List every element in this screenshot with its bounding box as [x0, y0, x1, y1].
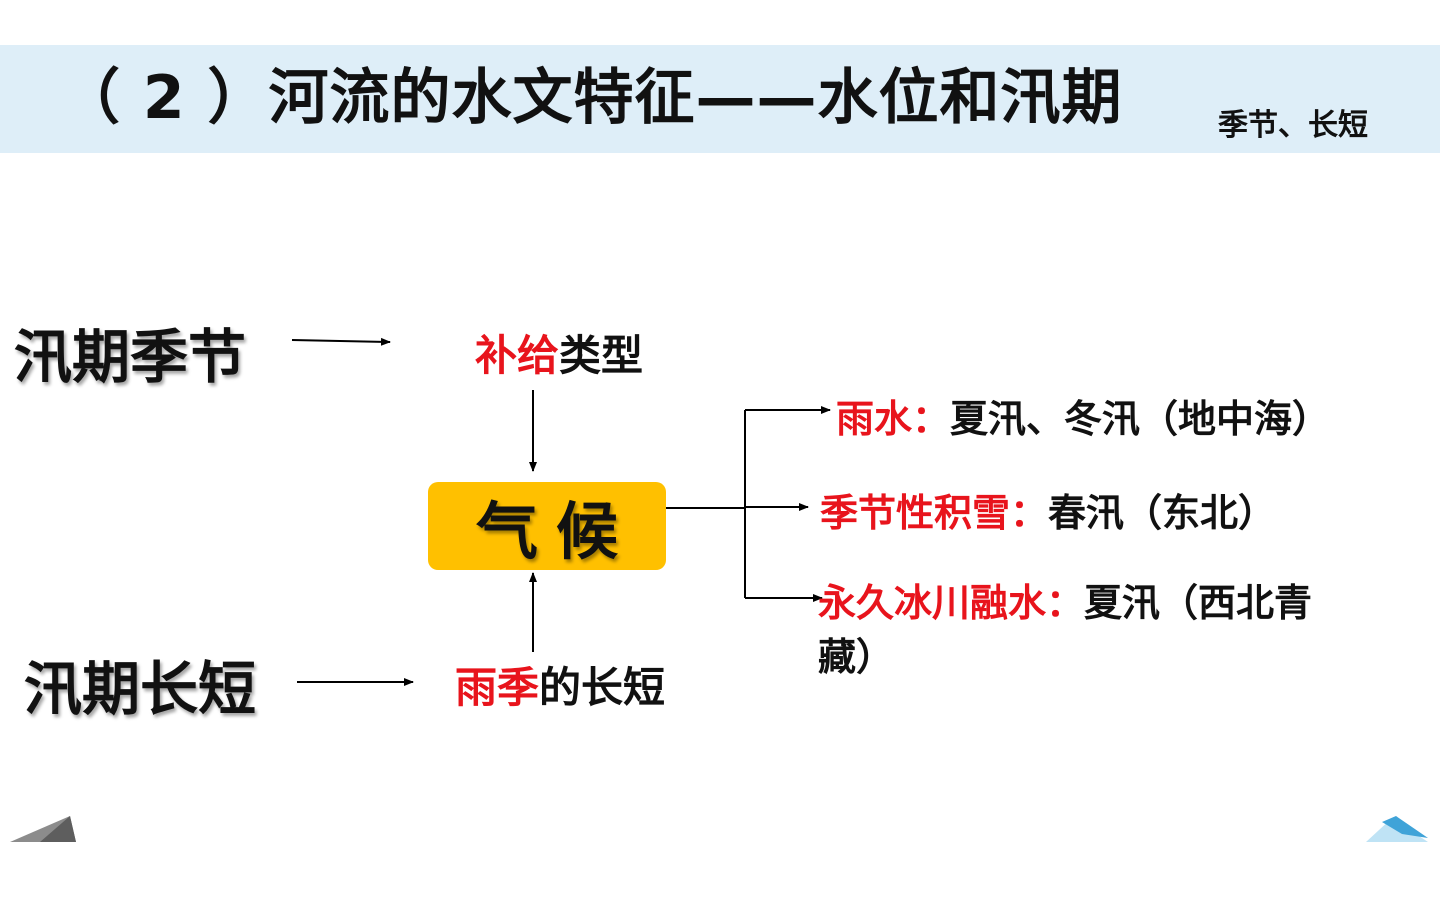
corner-mountain-right-icon: [1366, 816, 1428, 842]
corner-mountain-left-icon: [10, 816, 76, 842]
branch-glacier: 永久冰川融水：夏汛（西北青: [818, 576, 1312, 630]
climate-box: 气候: [428, 482, 666, 570]
label-rainy-season: 雨季的长短: [455, 662, 665, 714]
supply-red-text: 补给: [475, 331, 560, 380]
branch-rain-cause: 雨水：: [836, 397, 951, 441]
label-flood-season: 汛期季节: [14, 323, 247, 391]
climate-text: 气候: [475, 495, 636, 568]
branch-glacier-effect-2: 藏）: [818, 635, 895, 679]
branch-snow: 季节性积雪：春汛（东北）: [820, 486, 1276, 540]
slide-title: （ 2 ）河流的水文特征——水位和汛期: [60, 63, 1123, 133]
label-supply-type: 补给类型: [475, 330, 643, 382]
rain-black-text: 的长短: [539, 663, 666, 712]
arrow-season-to-supply: [291, 337, 391, 346]
branch-rain: 雨水：夏汛、冬汛（地中海）: [836, 392, 1330, 446]
rain-red-text: 雨季: [455, 663, 540, 712]
label-flood-length: 汛期长短: [24, 655, 257, 723]
branch-snow-cause: 季节性积雪：: [820, 491, 1049, 535]
title-band: [0, 45, 1440, 153]
branch-rain-effect: 夏汛、冬汛（地中海）: [950, 397, 1331, 441]
branch-glacier-line2: 藏）: [818, 630, 894, 684]
branch-snow-effect: 春汛（东北）: [1048, 491, 1277, 535]
branch-glacier-effect-1: 夏汛（西北青: [1084, 581, 1313, 625]
slide-subtitle: 季节、长短: [1218, 108, 1368, 143]
supply-black-text: 类型: [559, 331, 644, 380]
branch-glacier-cause: 永久冰川融水：: [818, 581, 1085, 625]
